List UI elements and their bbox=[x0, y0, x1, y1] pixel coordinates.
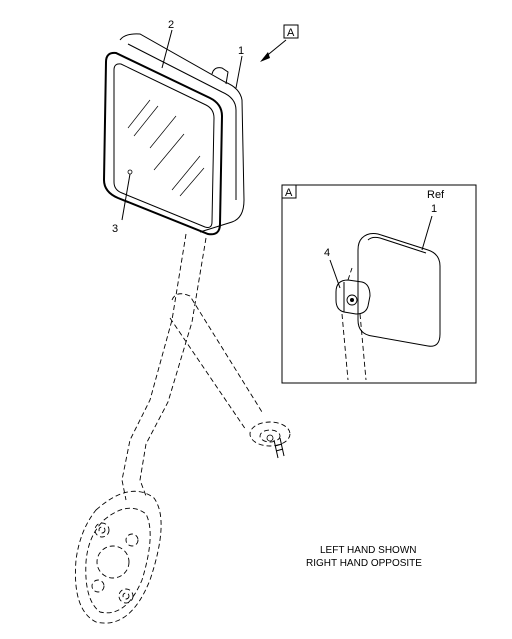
brace-arm bbox=[169, 293, 291, 459]
view-a-marker-box bbox=[283, 24, 299, 39]
view-a-title: A bbox=[285, 187, 293, 199]
note-right-hand: RIGHT HAND OPPOSITE bbox=[306, 558, 422, 569]
main-leaders bbox=[121, 29, 287, 221]
upper-support-arm bbox=[121, 233, 207, 501]
base-bracket bbox=[75, 490, 162, 624]
ref-item-callout: 1 bbox=[431, 203, 437, 215]
inset-mirror bbox=[329, 215, 441, 381]
ref-label: Ref bbox=[427, 189, 445, 201]
callout-2: 2 bbox=[168, 19, 174, 31]
main-mirror-head bbox=[102, 33, 245, 236]
callout-3: 3 bbox=[112, 223, 118, 235]
note-left-hand: LEFT HAND SHOWN bbox=[320, 545, 417, 556]
view-a-marker: A bbox=[287, 27, 295, 39]
callout-4: 4 bbox=[324, 247, 330, 259]
callout-1: 1 bbox=[238, 45, 244, 57]
view-a-inset bbox=[281, 184, 477, 384]
